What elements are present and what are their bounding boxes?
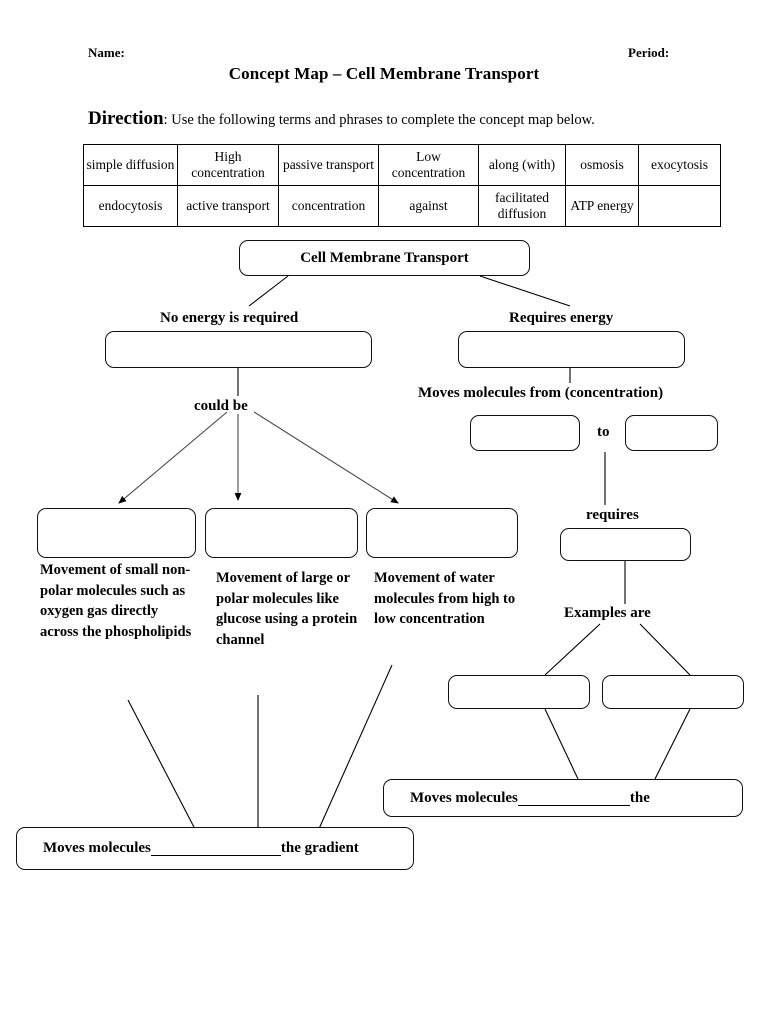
table-row: endocytosis active transport concentrati… [83, 185, 721, 227]
word-bank-cell: against [378, 185, 479, 227]
label-to: to [597, 424, 610, 440]
answer-box-from-concentration[interactable] [470, 415, 580, 451]
word-bank-cell: passive transport [278, 144, 379, 186]
label-examples-are: Examples are [564, 605, 651, 621]
word-bank-cell: along (with) [478, 144, 566, 186]
word-bank-cell: Low concentration [378, 144, 479, 186]
description-simple-diffusion: Movement of small non-polar molecules su… [40, 562, 192, 640]
word-bank-cell: simple diffusion [83, 144, 178, 186]
label-requires: requires [586, 507, 639, 523]
word-bank-cell: facilitated diffusion [478, 185, 566, 227]
period-field-label: Period: [628, 45, 670, 60]
answer-box-example-1[interactable] [448, 675, 590, 709]
bottom-right-suffix: the [629, 789, 650, 806]
label-moves-from-concentration: Moves molecules from (concentration) [418, 385, 664, 401]
page-title: Concept Map – Cell Membrane Transport [228, 64, 540, 83]
word-bank-cell [638, 185, 721, 227]
answer-box-moves-molecules-gradient[interactable]: Moves molecules the gradient [16, 827, 414, 870]
node-root[interactable]: Cell Membrane Transport [239, 240, 530, 276]
word-bank-cell: active transport [177, 185, 279, 227]
word-bank-cell: High concentration [177, 144, 279, 186]
answer-box-to-concentration[interactable] [625, 415, 718, 451]
bottom-right-prefix: Moves molecules [410, 789, 518, 806]
direction-instructions: Direction: Use the following terms and p… [88, 108, 595, 130]
description-facilitated-diffusion: Movement of large or polar molecules lik… [216, 570, 358, 648]
answer-box-example-2[interactable] [602, 675, 744, 709]
word-bank-cell: exocytosis [638, 144, 721, 186]
label-no-energy-required: No energy is required [160, 310, 299, 326]
answer-box-simple-diffusion[interactable] [37, 508, 196, 558]
word-bank-cell: concentration [278, 185, 379, 227]
bottom-left-blank[interactable] [150, 841, 281, 857]
description-osmosis: Movement of water molecules from high to… [374, 570, 516, 628]
direction-body: : Use the following terms and phrases to… [163, 112, 595, 128]
word-bank-table: simple diffusion High concentration pass… [83, 144, 721, 227]
answer-box-passive-transport[interactable] [105, 331, 372, 368]
answer-box-atp-energy[interactable] [560, 528, 691, 561]
word-bank-cell: osmosis [565, 144, 639, 186]
table-row: simple diffusion High concentration pass… [83, 144, 721, 186]
answer-box-facilitated-diffusion[interactable] [205, 508, 358, 558]
word-bank-cell: ATP energy [565, 185, 639, 227]
word-bank-cell: endocytosis [83, 185, 178, 227]
name-field-label: Name: [88, 45, 125, 60]
bottom-left-suffix: the gradient [280, 840, 359, 856]
answer-box-active-transport[interactable] [458, 331, 685, 368]
bottom-right-blank[interactable] [517, 790, 630, 806]
direction-keyword: Direction [88, 108, 164, 129]
answer-box-osmosis[interactable] [366, 508, 518, 558]
node-root-label: Cell Membrane Transport [300, 249, 469, 266]
bottom-left-prefix: Moves molecules [43, 840, 151, 856]
label-requires-energy: Requires energy [509, 310, 614, 326]
label-could-be: could be [194, 398, 248, 414]
answer-box-moves-molecules-the[interactable]: Moves molecules the [383, 779, 743, 817]
